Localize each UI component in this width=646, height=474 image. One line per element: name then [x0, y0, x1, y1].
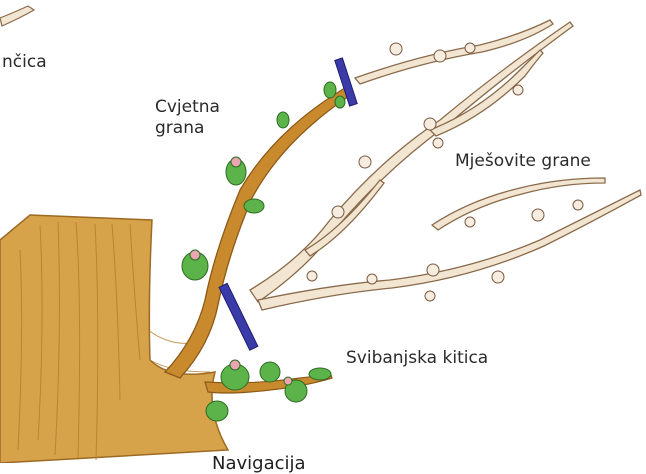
fruit-branch-illustration: [0, 0, 646, 463]
label-cut-left: nčica: [2, 52, 47, 73]
label-flower-branch-line2: grana: [155, 118, 220, 139]
bottom-caption-fragment: Navigacija: [212, 453, 306, 474]
label-flower-branch-line1: Cvjetna: [155, 97, 220, 118]
label-flower-branch: Cvjetna grana: [155, 97, 220, 139]
label-may-cluster: Svibanjska kitica: [346, 348, 488, 369]
top-left-twig: [0, 6, 34, 26]
label-mixed-branches: Mješovite grane: [455, 151, 591, 172]
